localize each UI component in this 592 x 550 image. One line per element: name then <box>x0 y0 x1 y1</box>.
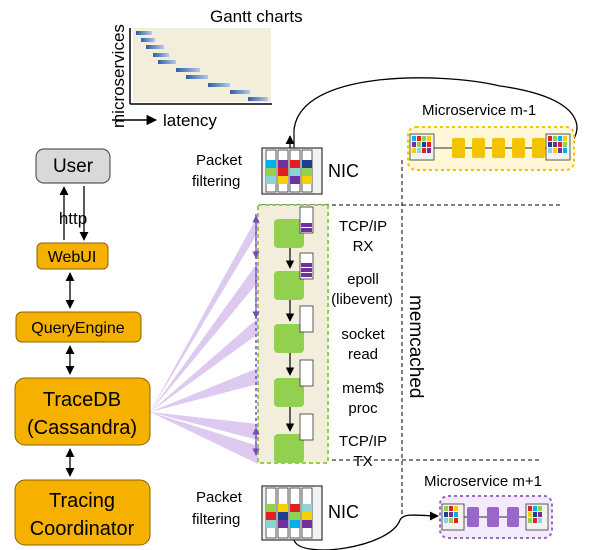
next-microservice-arrow <box>293 511 439 550</box>
left-stack: User http WebUI QueryEngine TraceDB (Cas… <box>14 148 151 546</box>
gantt-bar <box>230 90 250 94</box>
gantt-chart: Gantt charts microservices latency <box>109 7 303 130</box>
stage-epoll-line2: (libevent) <box>331 291 393 308</box>
stage-block-rx <box>274 219 304 248</box>
packet-filtering-bottom-line2: filtering <box>192 511 240 528</box>
gantt-bar <box>158 60 176 64</box>
user-label: User <box>53 156 94 177</box>
gantt-bar <box>153 53 169 57</box>
stage-block-mem-proc <box>274 378 304 407</box>
gantt-bar <box>136 31 152 35</box>
gantt-bar <box>176 68 200 72</box>
nic-bottom-label: NIC <box>328 502 359 522</box>
prev-nic-right <box>545 133 571 161</box>
stage-block-socket-read <box>274 324 304 353</box>
tracing-coordinator-box[interactable] <box>14 479 151 546</box>
next-stage-block <box>507 507 519 527</box>
nic-top-label: NIC <box>328 161 359 181</box>
coordinator-line2: Coordinator <box>30 518 135 540</box>
http-label: http <box>59 209 87 228</box>
gantt-bar <box>186 75 208 79</box>
user-box[interactable] <box>35 148 111 184</box>
nic-bottom-queues <box>265 487 313 539</box>
nic-top-queues <box>265 149 313 193</box>
queue-tx <box>299 413 314 441</box>
gantt-bar <box>208 83 230 87</box>
queue-socket <box>299 305 314 333</box>
queue-epoll <box>299 252 314 280</box>
query-engine-box[interactable] <box>15 311 142 343</box>
memcached-stack: TCP/IP RX epoll (libevent) socket read m… <box>252 204 393 470</box>
gantt-bar <box>146 45 164 49</box>
stage-block-tx <box>274 434 304 463</box>
tracedb-line1: TraceDB <box>43 389 121 411</box>
gantt-bar <box>141 38 155 42</box>
gantt-background <box>133 28 271 102</box>
stage-rx-line2: RX <box>353 238 374 255</box>
next-nic-left <box>441 503 465 531</box>
stage-rx-line1: TCP/IP <box>339 218 387 235</box>
packet-filtering-top-line1: Packet <box>196 152 243 169</box>
packet-filtering-top-line2: filtering <box>192 173 240 190</box>
gantt-title: Gantt charts <box>210 7 303 26</box>
webui-label: WebUI <box>48 249 97 266</box>
prev-microservice-arrow <box>293 77 578 141</box>
queue-mem <box>299 359 314 387</box>
stage-tx-line1: TCP/IP <box>339 433 387 450</box>
packet-filtering-bottom-line1: Packet <box>196 489 243 506</box>
gantt-x-label: latency <box>163 111 217 130</box>
prev-stage-block <box>532 138 545 158</box>
stage-epoll-line1: epoll <box>347 271 379 288</box>
microservice-next: Microservice m+1 <box>424 473 553 539</box>
stage-mem-line1: mem$ <box>342 380 384 397</box>
prev-stage-block <box>452 138 465 158</box>
stage-tx-line2: TX <box>353 453 372 470</box>
stage-block-epoll <box>274 271 304 300</box>
next-stage-block <box>467 507 479 527</box>
nic-bottom: Packet filtering NIC <box>192 485 359 541</box>
tracedb-box[interactable] <box>14 377 151 446</box>
prev-stage-block <box>512 138 525 158</box>
query-engine-label: QueryEngine <box>31 320 124 337</box>
stage-socket-line2: read <box>348 346 378 363</box>
memcached-label: memcached <box>405 295 426 399</box>
trace-fan <box>150 215 258 464</box>
next-nic-right <box>525 503 549 531</box>
microservice-next-label: Microservice m+1 <box>424 473 542 490</box>
prev-stage-block <box>492 138 505 158</box>
stage-socket-line1: socket <box>341 326 385 343</box>
stage-mem-line2: proc <box>348 400 378 417</box>
coordinator-line1: Tracing <box>49 490 115 512</box>
prev-stage-block <box>472 138 485 158</box>
microservice-prev-label: Microservice m-1 <box>422 102 536 119</box>
microservice-prev: Microservice m-1 <box>407 102 575 171</box>
gantt-bar <box>248 97 268 101</box>
next-stage-block <box>487 507 499 527</box>
prev-nic-left <box>409 133 435 161</box>
webui-box[interactable] <box>36 242 109 270</box>
queue-rx <box>299 206 314 234</box>
gantt-y-label: microservices <box>109 24 128 128</box>
tracedb-line2: (Cassandra) <box>27 417 137 439</box>
nic-top: Packet filtering NIC <box>192 130 359 195</box>
